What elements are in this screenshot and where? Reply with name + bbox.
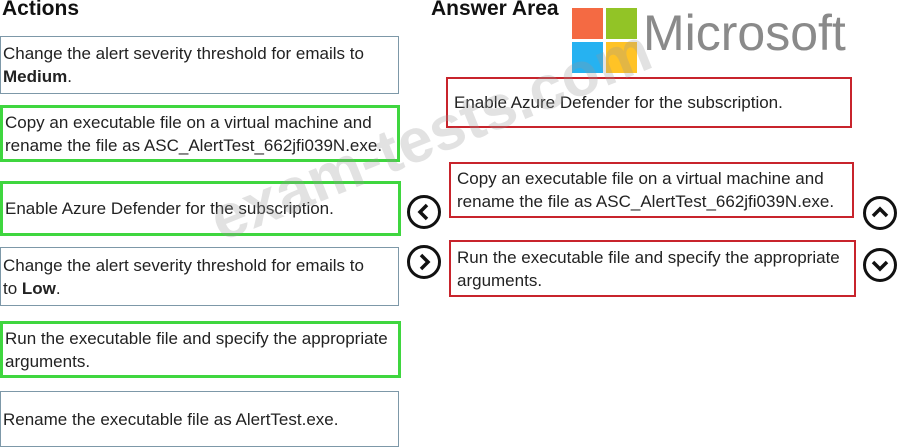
chevron-down-icon — [871, 260, 889, 272]
chevron-left-icon — [417, 203, 429, 221]
move-down-button[interactable] — [863, 248, 897, 282]
action-text: Copy an executable file on a virtual mac… — [5, 112, 383, 155]
action-text: Change the alert severity threshold for … — [3, 255, 364, 275]
action-item-medium[interactable]: Change the alert severity threshold for … — [0, 36, 399, 94]
action-suffix: . — [55, 278, 61, 298]
move-left-button[interactable] — [407, 195, 441, 229]
chevron-up-icon — [871, 206, 889, 218]
answer-text: Enable Azure Defender for the subscripti… — [454, 93, 783, 112]
microsoft-logo — [572, 8, 638, 74]
action-text: Rename the executable file as AlertTest.… — [3, 409, 339, 429]
action-item-enable-defender[interactable]: Enable Azure Defender for the subscripti… — [0, 181, 401, 236]
chevron-right-icon — [419, 253, 431, 271]
answer-area-heading: Answer Area — [431, 0, 559, 20]
move-right-button[interactable] — [407, 245, 441, 279]
action-bold: Low — [21, 278, 56, 298]
action-item-rename[interactable]: Rename the executable file as AlertTest.… — [0, 391, 399, 447]
action-item-copy-exe[interactable]: Copy an executable file on a virtual mac… — [0, 105, 400, 162]
action-suffix: . — [67, 67, 72, 86]
answer-item-3[interactable]: Run the executable file and specify the … — [449, 240, 856, 297]
move-up-button[interactable] — [863, 196, 897, 230]
answer-text: Run the executable file and specify the … — [457, 247, 840, 290]
action-text: Enable Azure Defender for the subscripti… — [5, 199, 334, 218]
answer-text: Copy an executable file on a virtual mac… — [457, 169, 835, 211]
action-item-low[interactable]: Change the alert severity threshold for … — [0, 247, 399, 306]
action-bold: Medium — [3, 67, 68, 86]
answer-item-1[interactable]: Enable Azure Defender for the subscripti… — [446, 77, 852, 128]
microsoft-logo-text: Microsoft — [643, 5, 846, 61]
action-item-run-exe[interactable]: Run the executable file and specify the … — [0, 321, 401, 378]
action-text: Run the executable file and specify the … — [5, 328, 388, 371]
action-text: Change the alert severity threshold for … — [3, 44, 364, 63]
answer-item-2[interactable]: Copy an executable file on a virtual mac… — [449, 162, 854, 218]
actions-heading: Actions — [2, 0, 80, 20]
